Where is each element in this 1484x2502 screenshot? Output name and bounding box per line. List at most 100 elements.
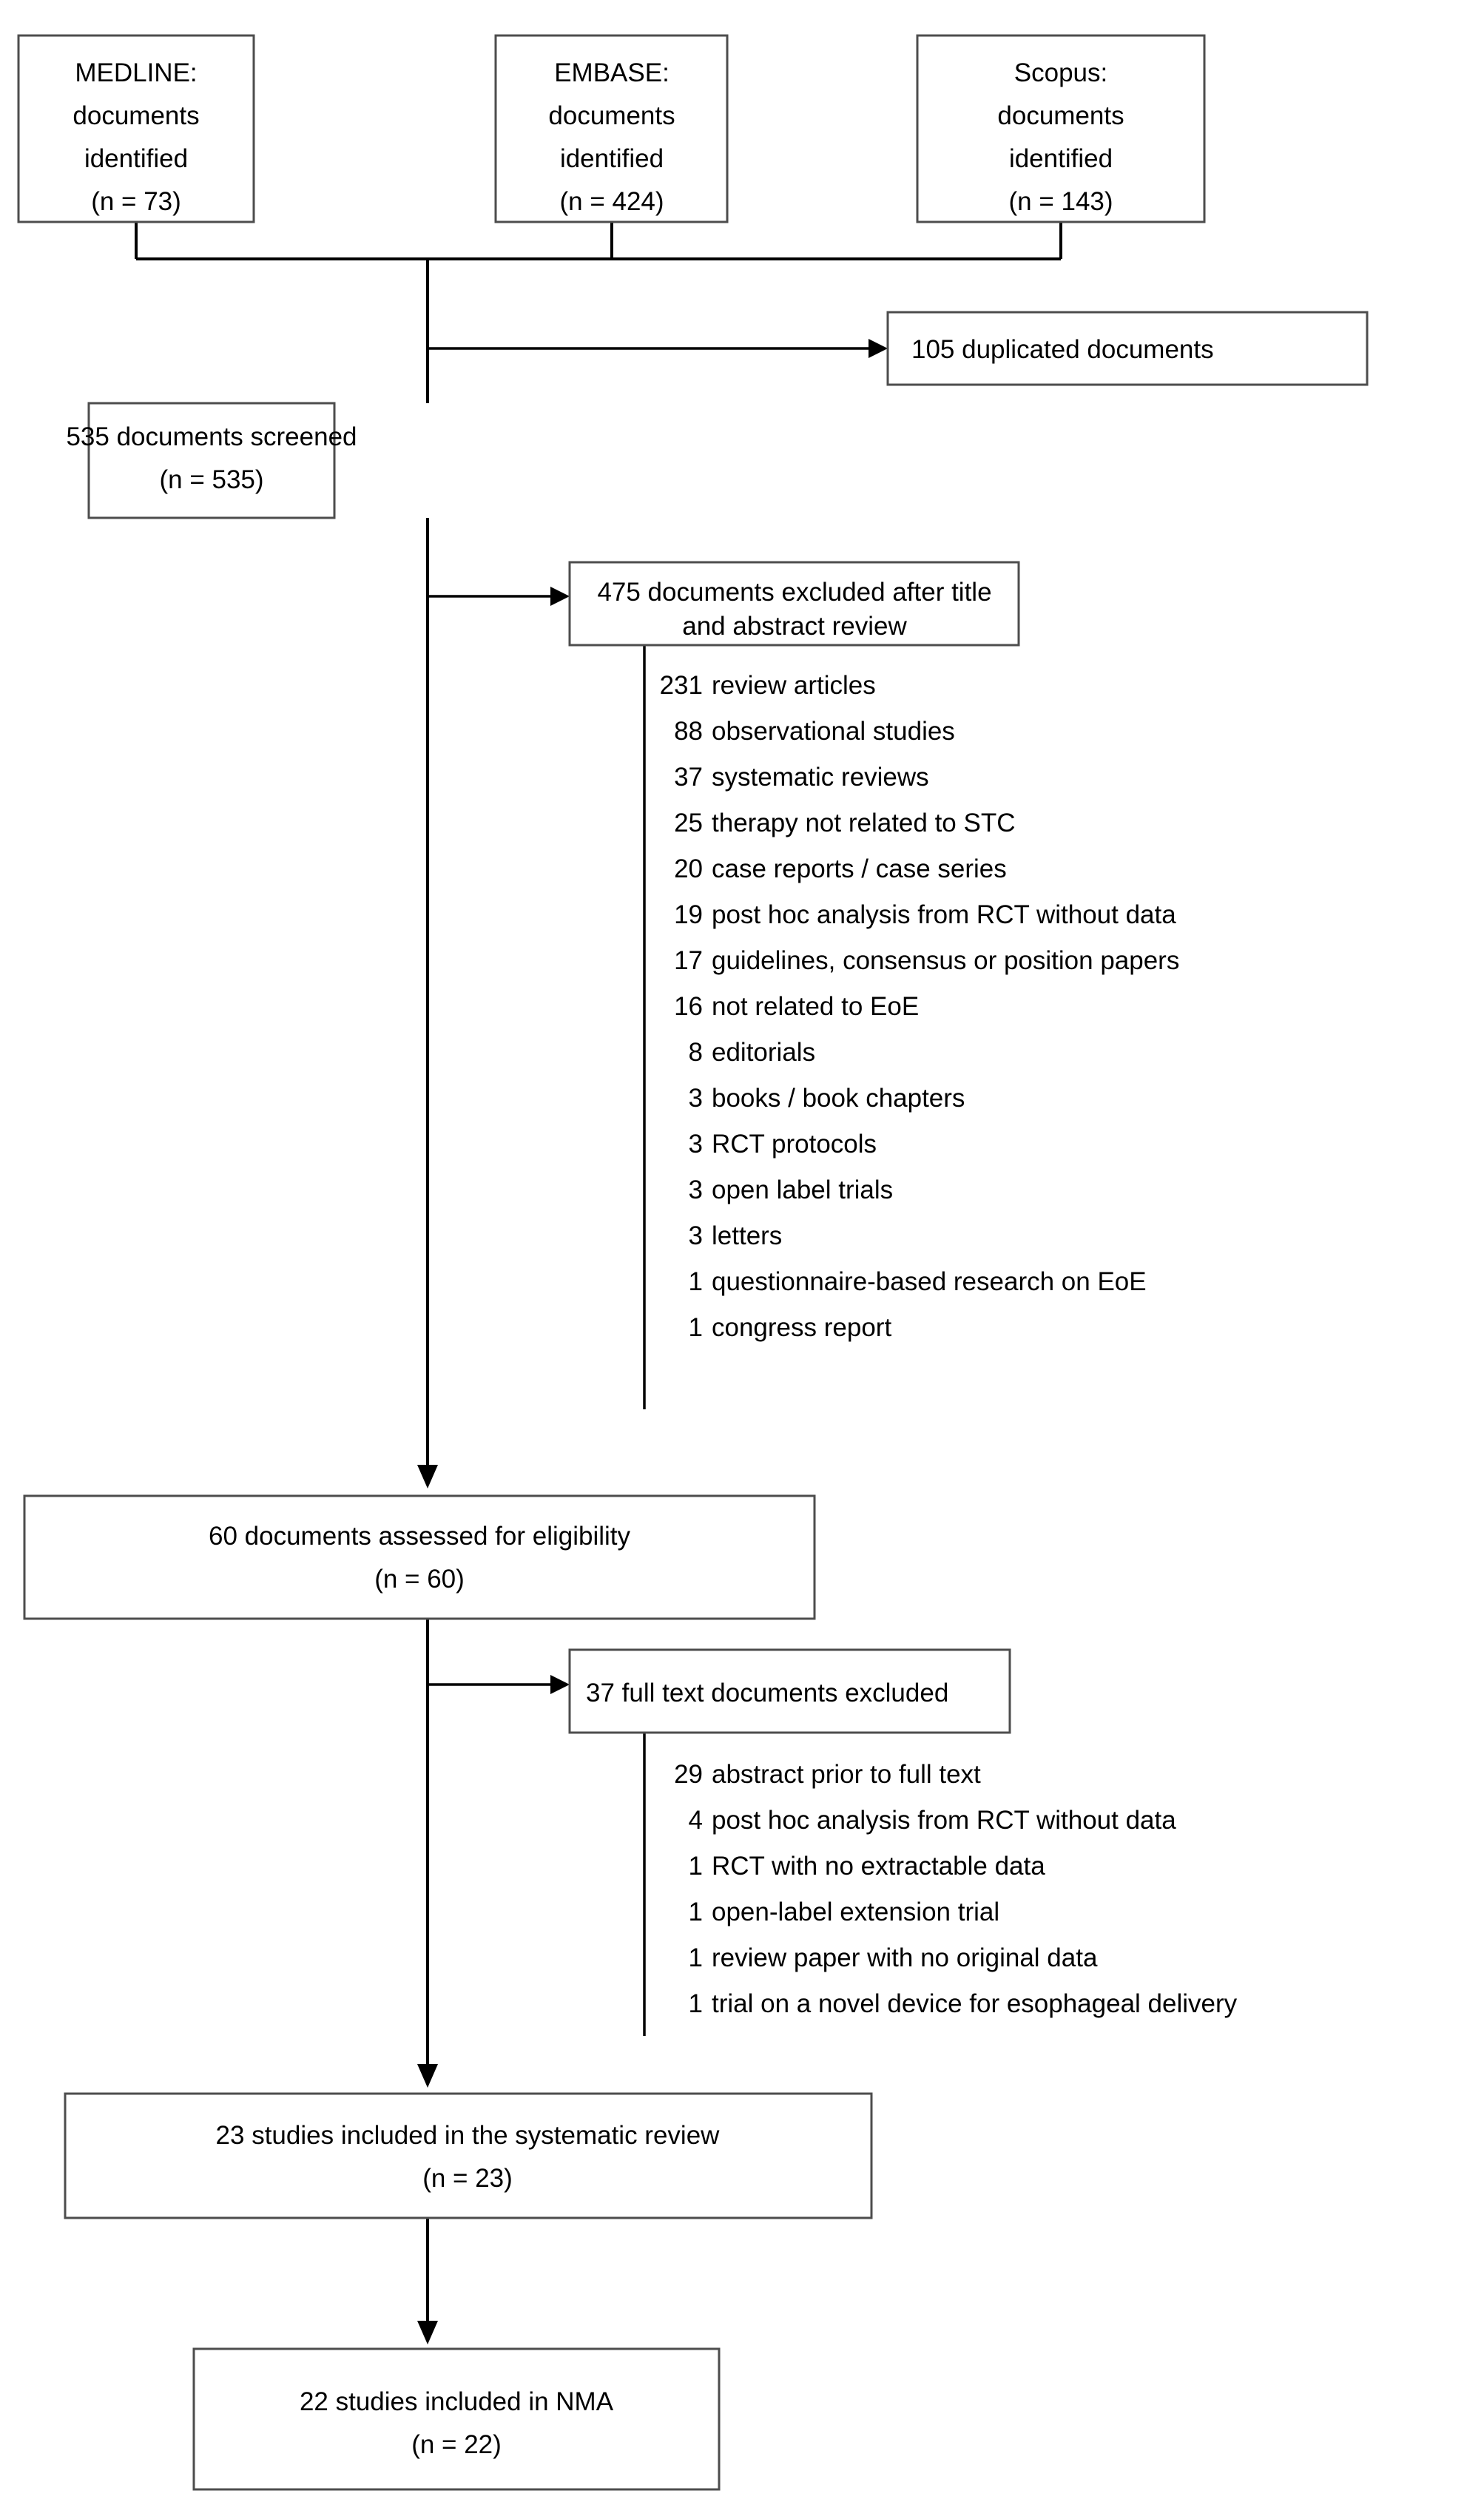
embase-line3: identified: [560, 144, 664, 173]
reason-label: post hoc analysis from RCT without data: [712, 1806, 1176, 1835]
box-documents-screened: 535 documents screened (n = 535): [66, 402, 357, 519]
reason-label: open label trials: [712, 1176, 893, 1204]
box-excluded-full-text: 37 full text documents excluded: [568, 1648, 1011, 1734]
reason-label: open-label extension trial: [712, 1898, 999, 1926]
reason-count: 231: [660, 671, 703, 700]
medline-line2: documents: [72, 101, 199, 130]
connector-to-excluded-title-abstract: [428, 587, 570, 606]
eligibility-line2: (n = 60): [374, 1565, 465, 1594]
box-source-embase: EMBASE: documents identified (n = 424): [494, 34, 729, 223]
reason-label: guidelines, consensus or position papers: [712, 946, 1179, 975]
scopus-line4: (n = 143): [1008, 187, 1113, 216]
medline-line3: identified: [84, 144, 188, 173]
box-included-systematic-review: 23 studies included in the systematic re…: [64, 2092, 873, 2219]
reason-item: 88 observational studies: [674, 717, 955, 746]
box-source-medline: MEDLINE: documents identified (n = 73): [17, 34, 255, 223]
connector-to-excluded-full-text: [428, 1675, 570, 1694]
reason-label: case reports / case series: [712, 854, 1007, 883]
reason-count: 1: [689, 1267, 703, 1296]
connector-sr-to-nma: [417, 2218, 438, 2344]
reason-count: 17: [674, 946, 703, 975]
reason-label: not related to EoE: [712, 992, 919, 1021]
reason-count: 3: [689, 1084, 703, 1113]
embase-line1: EMBASE:: [554, 58, 670, 87]
medline-line4: (n = 73): [91, 187, 181, 216]
connector-sources-manifold: [135, 222, 1062, 403]
reason-item: 3 letters: [689, 1221, 783, 1250]
box-included-nma: 22 studies included in NMA (n = 22): [192, 2347, 721, 2491]
reason-item: 3 RCT protocols: [689, 1130, 877, 1159]
excluded-ta-line2: and abstract review: [682, 612, 907, 641]
reason-count: 29: [674, 1760, 703, 1789]
box-duplicated-documents: 105 duplicated documents: [886, 311, 1369, 386]
reason-label: therapy not related to STC: [712, 809, 1016, 837]
reason-item: 1 questionnaire-based research on EoE: [689, 1267, 1147, 1296]
screened-line2: (n = 535): [159, 465, 263, 494]
excluded-ft-label: 37 full text documents excluded: [586, 1679, 948, 1707]
duplicated-documents-label: 105 duplicated documents: [911, 335, 1214, 364]
reason-count: 20: [674, 854, 703, 883]
reason-item: 20 case reports / case series: [674, 854, 1007, 883]
embase-line2: documents: [548, 101, 675, 130]
reason-item: 1 open-label extension trial: [689, 1898, 1000, 1926]
reason-count: 1: [689, 1313, 703, 1342]
reason-label: congress report: [712, 1313, 891, 1342]
nma-line1: 22 studies included in NMA: [300, 2387, 614, 2416]
box-source-scopus: Scopus: documents identified (n = 143): [916, 34, 1206, 223]
reason-item: 8 editorials: [689, 1038, 816, 1067]
reason-item: 17 guidelines, consensus or position pap…: [674, 946, 1179, 975]
connector-to-duplicates: [428, 339, 888, 358]
box-assessed-eligibility: 60 documents assessed for eligibility (n…: [23, 1494, 816, 1620]
box-excluded-title-abstract: 475 documents excluded after title and a…: [568, 561, 1020, 647]
reason-label: review articles: [712, 671, 876, 700]
reason-item: 1 congress report: [689, 1313, 892, 1342]
embase-line4: (n = 424): [559, 187, 664, 216]
reason-label: letters: [712, 1221, 782, 1250]
reason-count: 1: [689, 1898, 703, 1926]
reason-count: 1: [689, 1943, 703, 1972]
reason-label: RCT protocols: [712, 1130, 877, 1159]
reason-label: observational studies: [712, 717, 955, 746]
reason-list-title-abstract: 231 review articles 88 observational stu…: [660, 671, 1180, 1342]
reason-count: 3: [689, 1176, 703, 1204]
sr-line2: (n = 23): [422, 2164, 513, 2193]
screened-line1: 535 documents screened: [66, 422, 357, 451]
reason-label: abstract prior to full text: [712, 1760, 981, 1789]
reason-item: 1 trial on a novel device for esophageal…: [689, 1989, 1238, 2018]
nma-line2: (n = 22): [411, 2430, 502, 2459]
reason-item: 231 review articles: [660, 671, 876, 700]
reason-count: 19: [674, 900, 703, 929]
reason-label: books / book chapters: [712, 1084, 965, 1113]
reason-list-full-text: 29 abstract prior to full text 4 post ho…: [674, 1760, 1238, 2018]
reason-count: 1: [689, 1989, 703, 2018]
reason-item: 3 open label trials: [689, 1176, 894, 1204]
reason-count: 25: [674, 809, 703, 837]
reason-label: trial on a novel device for esophageal d…: [712, 1989, 1238, 2018]
reason-label: post hoc analysis from RCT without data: [712, 900, 1176, 929]
reason-count: 1: [689, 1852, 703, 1881]
eligibility-line1: 60 documents assessed for eligibility: [209, 1522, 631, 1551]
reason-item: 3 books / book chapters: [689, 1084, 965, 1113]
reason-label: questionnaire-based research on EoE: [712, 1267, 1147, 1296]
reason-label: review paper with no original data: [712, 1943, 1098, 1972]
reason-label: editorials: [712, 1038, 815, 1067]
reason-count: 4: [689, 1806, 703, 1835]
reason-count: 8: [689, 1038, 703, 1067]
reason-count: 16: [674, 992, 703, 1021]
excluded-ta-line1: 475 documents excluded after title: [597, 578, 991, 607]
medline-line1: MEDLINE:: [75, 58, 197, 87]
scopus-line3: identified: [1009, 144, 1113, 173]
reason-item: 37 systematic reviews: [674, 763, 929, 792]
scopus-line2: documents: [997, 101, 1124, 130]
reason-item: 19 post hoc analysis from RCT without da…: [674, 900, 1176, 929]
sr-line1: 23 studies included in the systematic re…: [216, 2121, 721, 2150]
reason-item: 16 not related to EoE: [674, 992, 919, 1021]
reason-count: 3: [689, 1130, 703, 1159]
scopus-line1: Scopus:: [1014, 58, 1107, 87]
reason-item: 29 abstract prior to full text: [674, 1760, 981, 1789]
reason-count: 37: [674, 763, 703, 792]
reason-item: 1 review paper with no original data: [689, 1943, 1098, 1972]
reason-label: systematic reviews: [712, 763, 929, 792]
